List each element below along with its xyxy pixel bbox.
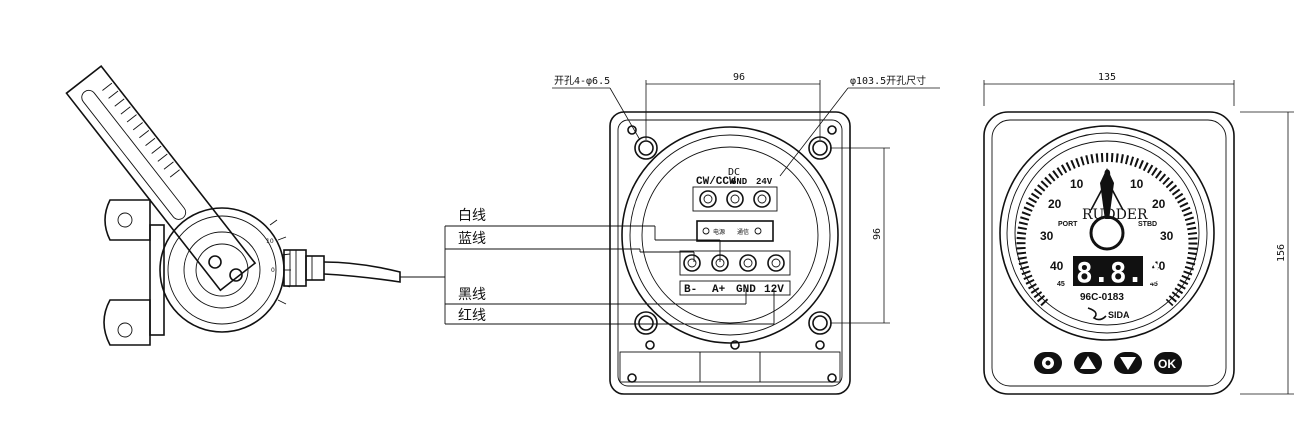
terminal-label: GND	[731, 177, 748, 187]
terminal-label: A+	[712, 284, 726, 296]
comm-indicator-label: 通信	[737, 228, 749, 236]
port-label: PORT	[1058, 221, 1078, 228]
terminal-label: 12V	[764, 284, 784, 296]
gauge-width-dimension: 135	[1098, 72, 1116, 83]
terminal-label: CW/CCW	[696, 176, 736, 188]
up-button[interactable]	[1074, 352, 1102, 374]
gauge-buttons: OK	[1034, 352, 1182, 374]
middle-dimensions	[552, 80, 940, 324]
scale-left: 10	[1070, 177, 1084, 191]
digital-display	[1073, 256, 1143, 286]
scale-right: 10	[1130, 177, 1144, 191]
cutout-spec-label: φ103.5开孔尺寸	[850, 74, 926, 87]
terminal-label: 24V	[756, 177, 773, 187]
hole-spec-label: 开孔4-φ6.5	[554, 75, 610, 87]
ok-button[interactable]: OK	[1154, 352, 1182, 374]
power-indicator-label: 电源	[713, 228, 725, 236]
gauge-zero: 0	[1104, 167, 1111, 181]
scale-left: 30	[1040, 229, 1054, 243]
scale-right: 30	[1160, 229, 1174, 243]
settings-button[interactable]	[1034, 352, 1062, 374]
scale-right: 45	[1150, 281, 1158, 288]
dc-label: DC	[728, 167, 740, 178]
wire-label-white: 白线	[458, 208, 486, 224]
bottom-terminal-screws	[683, 254, 785, 272]
scale-left: 45	[1057, 281, 1065, 288]
wire-label-black: 黑线	[458, 287, 486, 303]
down-button[interactable]	[1114, 352, 1142, 374]
back-panel: DC CW/CCW GND 24V 电源 通信 B- A+ GND 12V	[609, 111, 851, 395]
gauge-height-dimension: 156	[1276, 244, 1287, 262]
wire-label-blue: 蓝线	[458, 231, 486, 247]
up-arrow-icon	[1080, 356, 1096, 369]
terminal-label: GND	[736, 284, 756, 296]
scale-tick-label: 10	[266, 238, 274, 245]
scale-right: 40	[1152, 259, 1166, 273]
gauge-front: 0 10 10 20 20 30 30 40 40 45 45 RUDDER P…	[983, 111, 1235, 395]
digital-readout: 8.8.8	[1076, 256, 1160, 289]
scale-right: 20	[1152, 197, 1166, 211]
stbd-label: STBD	[1138, 221, 1157, 228]
scale-left: 40	[1050, 259, 1064, 273]
width-dimension: 96	[733, 72, 745, 83]
ok-label: OK	[1158, 357, 1176, 371]
terminal-label: B-	[684, 284, 697, 296]
height-dimension: 96	[872, 228, 883, 240]
brand-label: SIDA	[1108, 310, 1130, 320]
brand-logo	[1087, 307, 1107, 321]
wire-label-red: 红线	[458, 308, 486, 324]
model-number: 96C-0183	[1080, 292, 1124, 303]
top-terminal-screws	[699, 190, 771, 208]
right-dimensions	[983, 80, 1294, 395]
down-arrow-icon	[1120, 357, 1136, 370]
scale-tick-label: 0	[271, 267, 275, 274]
scale-left: 20	[1048, 197, 1062, 211]
gauge-title: RUDDER	[1082, 207, 1148, 223]
sensor-side-view: 10 0	[65, 64, 401, 346]
